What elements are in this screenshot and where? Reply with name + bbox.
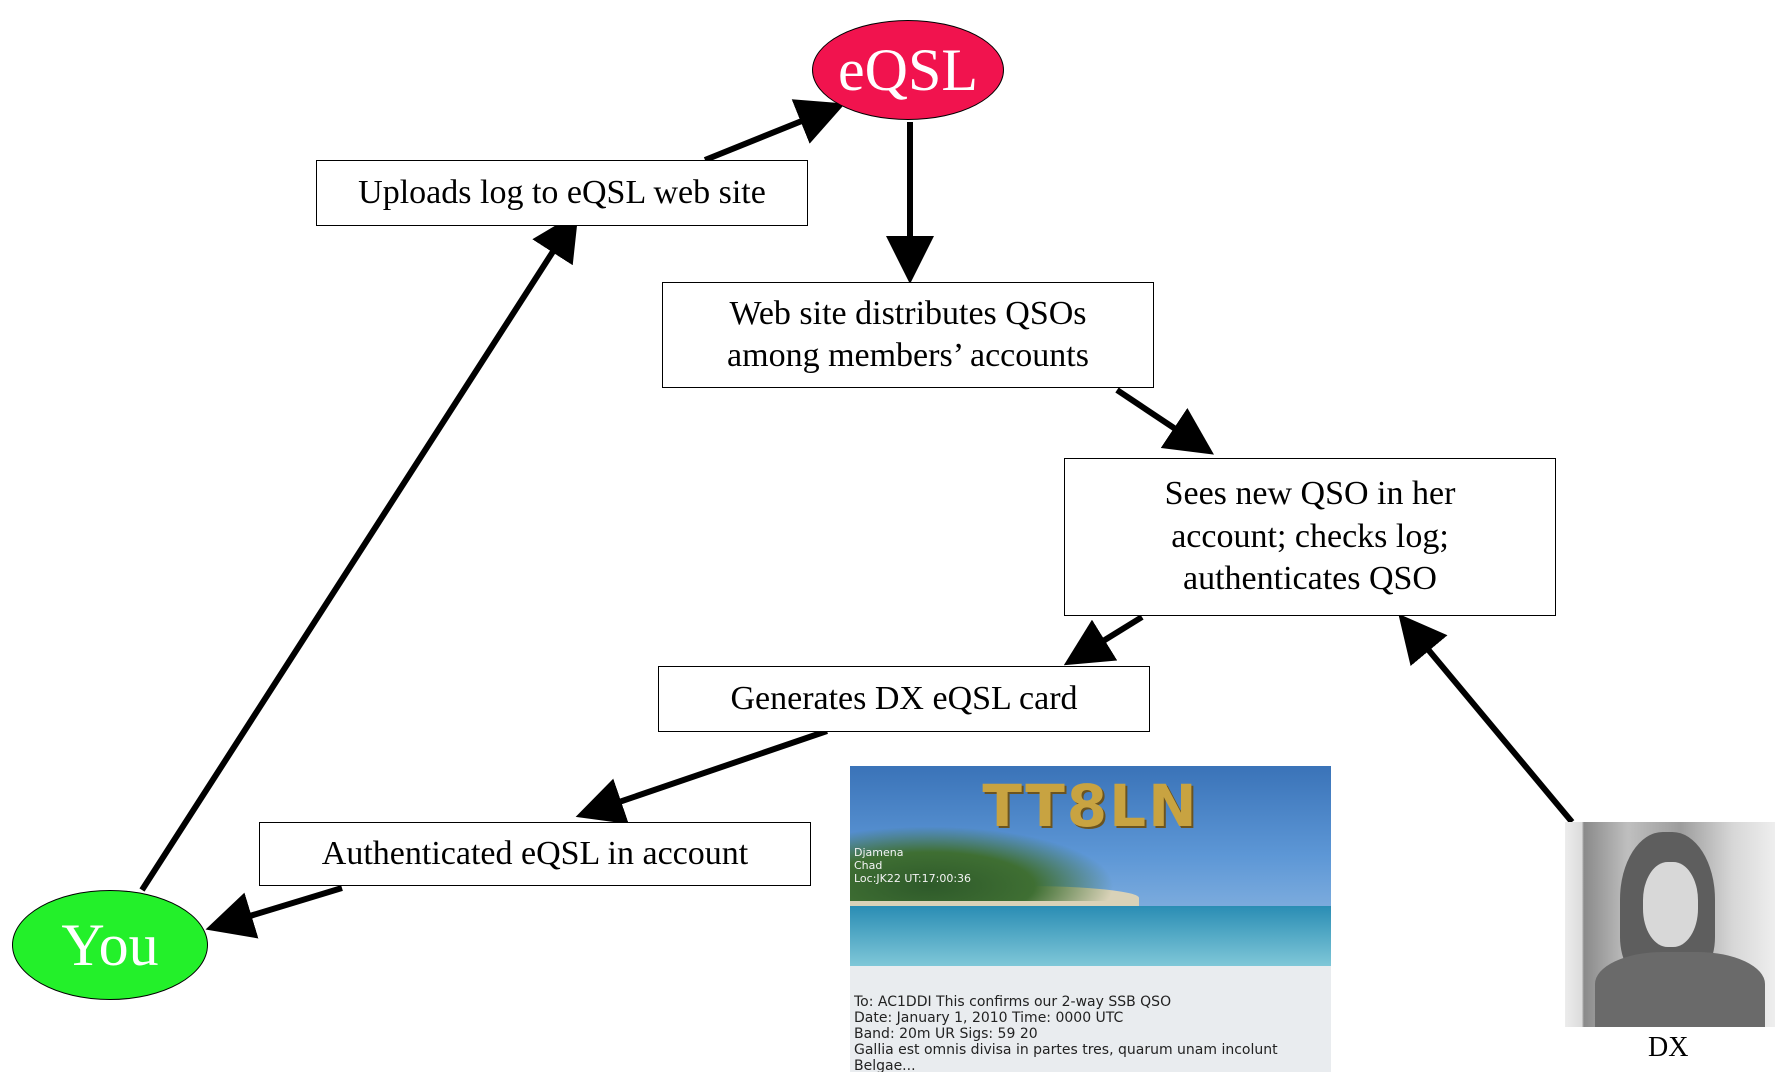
distribute-step-box: Web site distributes QSOs among members’… <box>662 282 1154 388</box>
arrow-distribute-to-sees <box>1115 387 1214 455</box>
dx-label: DX <box>1648 1032 1689 1063</box>
card-text: To: AC1DDI This confirms our 2-way SSB Q… <box>854 994 1324 1072</box>
dx-operator-photo <box>1565 822 1775 1027</box>
photo-body <box>1595 952 1765 1027</box>
upload-step-box: Uploads log to eQSL web site <box>316 160 808 226</box>
sees-step-line-2: account; checks log; <box>1171 517 1449 555</box>
sees-step-line-1: Sees new QSO in her <box>1164 475 1456 513</box>
card-palm-trees <box>850 826 1115 901</box>
arrow-upload-to-eqsl <box>703 99 846 163</box>
distribute-step-line-1: Web site distributes QSOs <box>729 294 1087 332</box>
card-side-text: Djamena Chad Loc:JK22 UT:17:00:36 <box>854 846 972 885</box>
generate-step-box: Generates DX eQSL card <box>658 666 1150 732</box>
eqsl-node: eQSL <box>812 20 1004 120</box>
card-text-line: To: AC1DDI This confirms our 2-way SSB Q… <box>854 994 1172 1010</box>
authenticated-step-text: Authenticated eQSL in account <box>321 834 749 872</box>
card-text-line: Band: 20m UR Sigs: 59 20 <box>854 1026 1038 1042</box>
arrow-authenticated-to-you <box>205 885 343 939</box>
arrow-generate-to-authenticated <box>575 728 828 825</box>
you-node-label: You <box>61 911 159 978</box>
distribute-step-line-2: among members’ accounts <box>727 337 1089 374</box>
card-text-line: Belgae... <box>854 1058 916 1072</box>
eqsl-card-image: TT8LN Djamena Chad Loc:JK22 UT:17:00:36 … <box>850 766 1331 1072</box>
upload-step-text: Uploads log to eQSL web site <box>358 173 766 211</box>
photo-face <box>1643 862 1698 947</box>
arrow-dx-to-sees <box>1398 613 1575 824</box>
card-text-line: Date: January 1, 2010 Time: 0000 UTC <box>854 1010 1124 1026</box>
card-sea <box>850 906 1331 966</box>
sees-step-box: Sees new QSO in her account; checks log;… <box>1064 458 1556 616</box>
eqsl-node-label: eQSL <box>838 36 978 103</box>
arrow-you-to-upload <box>139 211 579 892</box>
arrow-sees-to-generate <box>1063 614 1144 666</box>
generate-step-text: Generates DX eQSL card <box>730 679 1078 717</box>
card-callsign: TT8LN <box>982 772 1199 840</box>
card-text-line: Gallia est omnis divisa in partes tres, … <box>854 1042 1278 1058</box>
you-node: You <box>12 890 208 1000</box>
authenticated-step-box: Authenticated eQSL in account <box>259 822 811 886</box>
sees-step-line-3: authenticates QSO <box>1183 560 1437 598</box>
